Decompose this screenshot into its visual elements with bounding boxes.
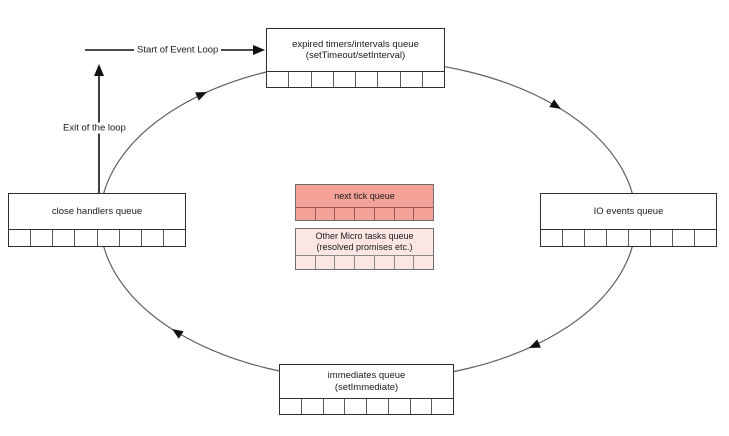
queue-cell [395, 208, 415, 220]
queue-cell [53, 230, 76, 246]
queue-box-close-handlers: close handlers queue [8, 193, 186, 247]
queue-cell [355, 256, 375, 269]
arrowhead-top-left-icon [195, 92, 207, 101]
queue-title: Other Micro tasks queue [315, 231, 414, 241]
queue-cell [389, 399, 411, 414]
queue-cell [673, 230, 695, 246]
queue-cell [563, 230, 585, 246]
queue-cell [75, 230, 98, 246]
queue-cells-close-handlers [9, 229, 185, 246]
queue-cell [651, 230, 673, 246]
queue-cell [302, 399, 324, 414]
queue-box-next-tick: next tick queue [295, 184, 434, 221]
queue-label-immediates: immediates queue (setImmediate) [280, 365, 453, 398]
queue-cell [345, 399, 367, 414]
queue-cell [375, 208, 395, 220]
queue-title: immediates queue [327, 370, 406, 381]
queue-cell [423, 72, 444, 87]
queue-cell [585, 230, 607, 246]
queue-title: expired timers/intervals queue [292, 38, 419, 50]
queue-cell [296, 256, 316, 269]
queue-cell [142, 230, 164, 246]
queue-cell [120, 230, 142, 246]
queue-cells-timers [267, 71, 444, 87]
queue-cell [267, 72, 290, 87]
queue-label-microtasks: Other Micro tasks queue (resolved promis… [296, 229, 433, 255]
queue-cell [411, 399, 433, 414]
queue-cell [98, 230, 120, 246]
exit-arrowhead-icon [94, 64, 104, 76]
arrowhead-bottom-right-icon [529, 339, 541, 348]
queue-box-microtasks: Other Micro tasks queue (resolved promis… [295, 228, 434, 270]
queue-box-timers: expired timers/intervals queue (setTimeo… [266, 28, 445, 88]
queue-cell [316, 208, 336, 220]
queue-label-io-events: IO events queue [541, 194, 716, 229]
queue-box-immediates: immediates queue (setImmediate) [279, 364, 454, 415]
queue-cells-next-tick [296, 207, 433, 220]
queue-cell [414, 208, 433, 220]
queue-cells-immediates [280, 398, 453, 414]
queue-cell [367, 399, 389, 414]
queue-title: next tick queue [334, 190, 395, 201]
queue-cell [335, 256, 356, 269]
queue-cell [541, 230, 563, 246]
queue-cells-io-events [541, 229, 716, 246]
queue-cell [164, 230, 185, 246]
queue-cell [375, 256, 395, 269]
queue-title: close handlers queue [51, 205, 143, 217]
queue-cell [414, 256, 433, 269]
start-of-event-loop-label: Start of Event Loop [134, 44, 222, 56]
queue-cell [355, 208, 375, 220]
queue-label-timers: expired timers/intervals queue (setTimeo… [267, 29, 444, 71]
queue-label-close-handlers: close handlers queue [9, 194, 185, 229]
queue-cell [629, 230, 651, 246]
queue-cell [280, 399, 302, 414]
queue-cell [324, 399, 346, 414]
exit-of-loop-label: Exit of the loop [60, 122, 129, 134]
queue-subtitle: (setTimeout/setInterval) [305, 50, 406, 61]
queue-cell [31, 230, 54, 246]
queue-cell [9, 230, 32, 246]
arrowhead-bottom-left-icon [172, 329, 184, 339]
queue-cell [378, 72, 401, 87]
queue-cell [316, 256, 336, 269]
queue-subtitle: (setImmediate) [334, 381, 399, 393]
queue-cell [334, 72, 356, 87]
start-arrowhead-icon [253, 45, 265, 55]
queue-subtitle: (resolved promises etc.) [316, 242, 413, 252]
queue-cell [695, 230, 716, 246]
queue-cell [335, 208, 356, 220]
queue-cell [356, 72, 379, 87]
queue-box-io-events: IO events queue [540, 193, 717, 247]
queue-title: IO events queue [593, 205, 664, 217]
queue-cell [432, 399, 453, 414]
queue-cell [607, 230, 629, 246]
queue-cell [296, 208, 316, 220]
queue-cell [401, 72, 423, 87]
queue-cell [312, 72, 334, 87]
queue-cells-microtasks [296, 255, 433, 269]
queue-label-next-tick: next tick queue [296, 185, 433, 207]
arrowhead-top-right-icon [549, 99, 561, 109]
queue-cell [289, 72, 312, 87]
queue-cell [395, 256, 415, 269]
